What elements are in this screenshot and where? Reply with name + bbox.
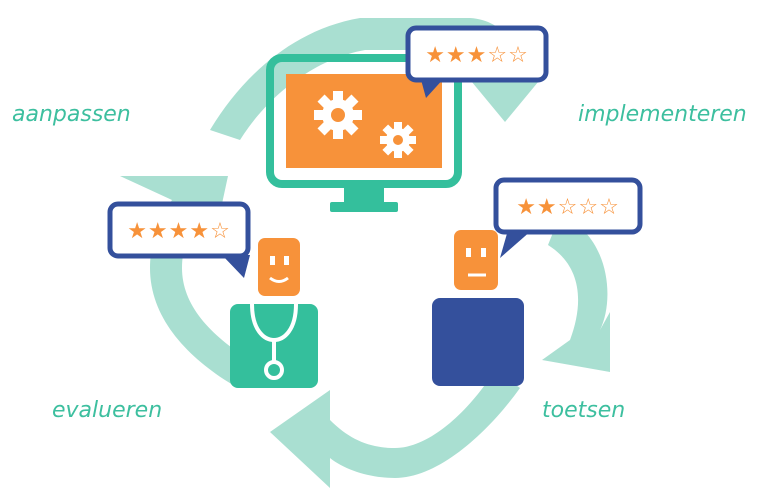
- cycle-arrow-right: [542, 215, 610, 372]
- label-toetsen: toetsen: [542, 398, 626, 423]
- stethoscope-icon: [250, 303, 298, 380]
- stars-computer: ★★★☆☆: [425, 43, 529, 68]
- patient-icon: [432, 230, 524, 386]
- monitor-icon: [266, 54, 462, 212]
- gear-icon-large: [314, 91, 362, 139]
- doctor-icon: [230, 238, 318, 388]
- rating-bubble-doctor: ★★★★☆: [107, 201, 251, 278]
- stars-patient: ★★☆☆☆: [516, 195, 620, 220]
- stars-doctor: ★★★★☆: [127, 219, 231, 244]
- gear-icon-small: [380, 122, 416, 158]
- rating-bubble-patient: ★★☆☆☆: [493, 177, 643, 258]
- label-aanpassen: aanpassen: [12, 102, 131, 127]
- label-implementeren: implementeren: [578, 102, 747, 127]
- rating-bubble-computer: ★★★☆☆: [405, 25, 549, 98]
- cycle-arrow-bottom: [270, 370, 520, 488]
- label-evalueren: evalueren: [52, 398, 163, 423]
